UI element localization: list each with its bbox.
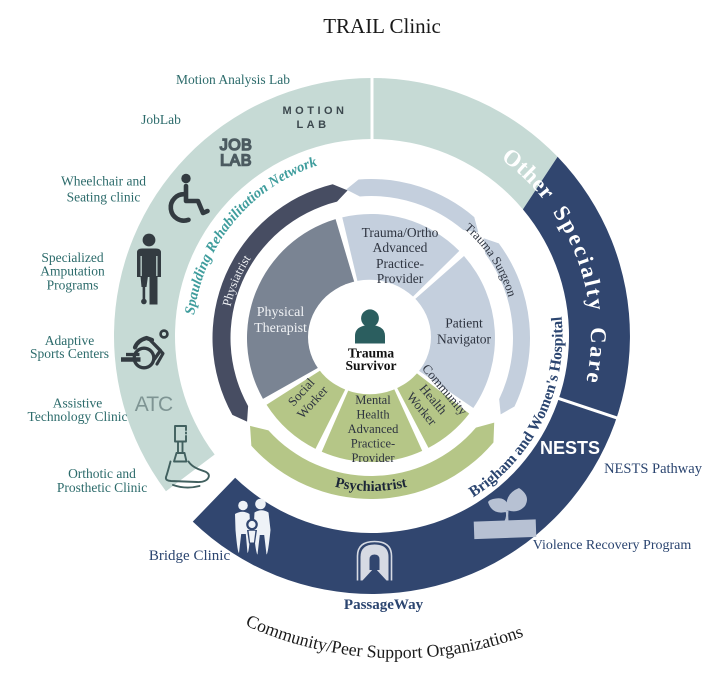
svg-text:Community/Peer Support Organiz: Community/Peer Support Organizations [243, 610, 525, 662]
svg-text:Bridge Clinic: Bridge Clinic [149, 548, 231, 564]
svg-text:NESTS Pathway: NESTS Pathway [604, 461, 703, 477]
svg-text:MOTION: MOTION [283, 105, 348, 117]
svg-text:NESTS: NESTS [540, 438, 600, 458]
svg-text:TRAIL Clinic: TRAIL Clinic [323, 14, 441, 38]
svg-text:Psychiatrist: Psychiatrist [334, 475, 409, 495]
svg-text:Motion Analysis Lab: Motion Analysis Lab [176, 72, 290, 87]
svg-text:Violence Recovery Program: Violence Recovery Program [533, 538, 692, 553]
svg-text:JOB: JOB [220, 137, 253, 154]
svg-text:JobLab: JobLab [141, 112, 181, 127]
svg-text:PassageWay: PassageWay [344, 597, 424, 613]
svg-text:LAB: LAB [220, 153, 252, 170]
svg-text:ATC: ATC [135, 393, 173, 416]
svg-text:LAB: LAB [296, 119, 329, 131]
svg-text:Trauma: Trauma [348, 345, 394, 360]
svg-text:Survivor: Survivor [345, 358, 396, 373]
